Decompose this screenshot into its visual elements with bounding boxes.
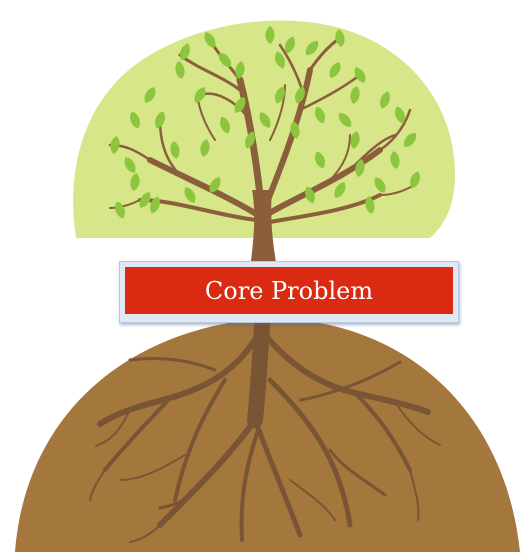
leaf <box>130 111 140 129</box>
leaf <box>139 192 151 208</box>
leaf <box>305 41 319 55</box>
leaf <box>315 151 325 169</box>
leaf <box>329 62 341 78</box>
leaf <box>259 112 271 128</box>
leaf <box>200 139 210 157</box>
leaf <box>305 186 315 204</box>
leaf <box>335 29 345 47</box>
leaf <box>130 173 140 191</box>
core-problem-box: Core Problem <box>119 261 459 323</box>
leaves <box>110 26 420 219</box>
leaf <box>124 157 136 173</box>
leaf <box>218 53 232 67</box>
leaf <box>245 131 255 149</box>
leaf <box>395 106 405 124</box>
leaf <box>410 171 420 189</box>
leaf <box>234 97 246 113</box>
leaf <box>175 61 185 79</box>
leaf <box>150 196 160 214</box>
leaf <box>184 187 196 203</box>
leaf <box>220 116 230 134</box>
leaf <box>180 43 190 61</box>
leaf <box>155 111 165 129</box>
leaf <box>315 106 325 124</box>
leaf <box>355 159 365 177</box>
leaf <box>290 121 300 139</box>
leaf <box>390 151 400 169</box>
leaf <box>295 86 305 104</box>
leaf <box>170 141 180 159</box>
leaf <box>350 86 360 104</box>
core-problem-label: Core Problem <box>125 267 453 314</box>
leaf <box>334 182 346 198</box>
leaf <box>354 67 366 83</box>
leaf <box>350 131 360 149</box>
leaf <box>285 36 295 54</box>
leaf <box>380 91 390 109</box>
soil-mound <box>15 318 520 552</box>
leaf <box>275 86 285 104</box>
leaf <box>338 113 352 127</box>
leaf <box>204 32 216 48</box>
leaf <box>235 61 245 79</box>
leaf <box>365 196 375 214</box>
leaf <box>403 133 417 147</box>
leaf <box>144 87 156 103</box>
leaf <box>115 201 125 219</box>
leaf <box>194 87 206 103</box>
leaf <box>374 177 386 193</box>
roots <box>89 317 441 543</box>
leaf <box>209 177 221 193</box>
leaf <box>265 26 275 44</box>
leaf <box>110 136 120 154</box>
leaf <box>275 51 285 69</box>
